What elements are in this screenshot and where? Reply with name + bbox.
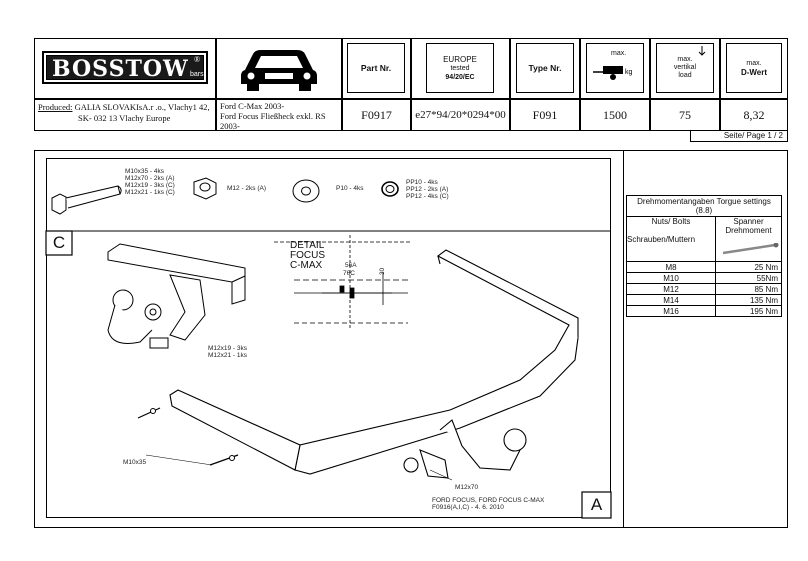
vertical-load-value: 75 — [650, 99, 720, 131]
europe-tested: tested — [450, 64, 470, 72]
d-value-label: D-Wert — [740, 68, 768, 77]
part-nr-label: Part Nr. — [360, 63, 392, 73]
drawing-outer-frame — [34, 150, 624, 528]
europe-directive: 94/20/EC — [445, 73, 475, 81]
vehicle-line-2: Ford Focus Fließheck exkl. RS — [220, 111, 326, 121]
brand-name: BOSSTOW — [52, 56, 189, 82]
brand-logo: BOSSTOW ® bars — [42, 51, 208, 84]
torque-grade: (8.8) — [695, 206, 713, 215]
vertical-label: vertikal — [673, 64, 697, 71]
car-icon — [241, 49, 317, 91]
max-trailer-value: 1500 — [580, 99, 650, 131]
producer-line-1: GALIA SLOVAKIsA.r .o., Vlachy1 42, — [74, 102, 210, 112]
m10x35-label: M10x35 — [123, 459, 147, 466]
vehicle-line-3: 2003- — [220, 121, 240, 131]
label-a: A — [590, 495, 603, 514]
max-trailer-header: max. kg — [580, 38, 650, 99]
logo-cell: BOSSTOW ® bars — [34, 38, 216, 99]
car-cell — [216, 38, 342, 99]
washer-spec: P10 - 4ks — [336, 185, 364, 192]
type-nr-header: Type Nr. — [510, 38, 580, 99]
d-value-value: 8,32 — [720, 99, 788, 131]
col-nuts-bolts: Nuts/ Bolts — [651, 217, 691, 226]
brand-reg: ® — [194, 55, 201, 64]
col-schrauben: Schrauben/Muttern — [627, 235, 696, 244]
producer-cell: Produced: GALIA SLOVAKIsA.r .o., Vlachy1… — [34, 99, 216, 131]
d-value-header: max. D-Wert — [720, 38, 788, 99]
part-nr-value: F0917 — [342, 99, 411, 131]
max-trailer-label: max. — [611, 50, 627, 57]
part-nr-header: Part Nr. — [342, 38, 411, 99]
page-number: Seite/ Page 1 / 2 — [690, 131, 788, 142]
torque-title: Drehmomentangaben Torgue settings — [637, 197, 771, 206]
trailer-icon: kg — [593, 66, 633, 80]
label-c: C — [52, 233, 66, 252]
dim-56a: 56A — [345, 262, 357, 269]
wrench-icon — [722, 243, 779, 255]
col-spanner: Spanner — [733, 217, 764, 226]
torque-table: Drehmomentangaben Torgue settings (8.8) … — [626, 195, 782, 317]
nut-spec: M12 - 2ks (A) — [227, 185, 267, 192]
vehicle-line-1: Ford C-Max 2003- — [220, 101, 285, 111]
load-label: load — [678, 72, 692, 79]
drawing-inner-frame — [46, 158, 611, 518]
right-panel-frame — [624, 150, 788, 528]
m12x70-label: M12x70 — [455, 484, 479, 491]
vertical-max-label: max. — [677, 56, 693, 63]
producer-line-2: SK- 032 13 Vlachy Europe — [78, 113, 171, 123]
svg-text:kg: kg — [625, 69, 633, 76]
produced-label: Produced: — [38, 102, 73, 112]
dim-30: 30 — [379, 267, 387, 276]
dim-76c: 76C — [343, 270, 355, 277]
approval-value: e27*94/20*0294*00 — [411, 99, 510, 131]
vehicle-cell: Ford C-Max 2003- Ford Focus Fließheck ex… — [216, 99, 342, 131]
d-max-label: max. — [746, 60, 762, 67]
arrow-down-icon — [698, 46, 706, 56]
brand-suffix: bars — [190, 71, 204, 78]
vertical-load-header: max. vertikal load — [650, 38, 720, 99]
europe-label: EUROPE — [443, 54, 477, 64]
europe-header: EUROPE tested 94/20/EC — [411, 38, 510, 99]
type-nr-value: F091 — [510, 99, 580, 131]
col-drehmoment: Drehmoment — [725, 226, 772, 235]
type-nr-label: Type Nr. — [528, 63, 562, 73]
